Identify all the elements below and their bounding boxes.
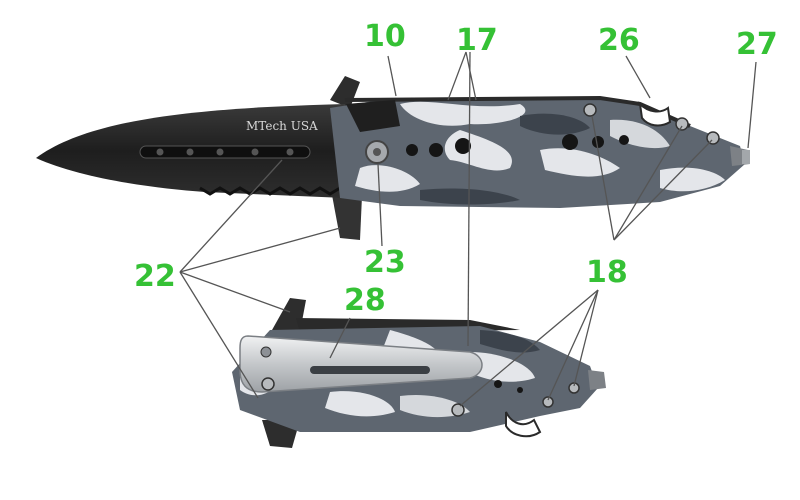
handle-screw: [675, 117, 689, 131]
closed-knife: [232, 298, 606, 448]
blade-serration: [199, 186, 341, 196]
camo-patch-dark: [520, 113, 590, 135]
camo-patch: [355, 165, 420, 192]
label-17: 17: [456, 23, 498, 58]
camo-patch-dark: [480, 330, 540, 353]
handle-insert: [346, 100, 400, 132]
handle-hole: [429, 143, 443, 157]
open-knife: MTech USA: [36, 76, 750, 240]
handle-screw: [451, 403, 465, 417]
part-labels: 10 17 26 27 22 23 28 18: [134, 19, 778, 318]
camo-patch: [468, 352, 535, 382]
handle-hole: [619, 135, 629, 145]
handle-screw: [568, 382, 580, 394]
label-26: 26: [598, 23, 640, 58]
label-10: 10: [364, 19, 406, 54]
guard-lower: [332, 195, 362, 240]
guard-upper: [330, 76, 360, 108]
label-22: 22: [134, 259, 176, 294]
flipper-top: [272, 298, 306, 332]
handle-hole: [494, 380, 502, 388]
handle-screw: [542, 396, 554, 408]
camo-patch: [325, 391, 395, 417]
pocket-clip: [239, 335, 483, 393]
seatbelt-cutter: [638, 101, 672, 127]
handle-hole: [562, 134, 578, 150]
label-27: 27: [736, 27, 778, 62]
leader-lines: [179, 51, 757, 407]
pocket-clip-slot: [310, 366, 430, 374]
label-28: 28: [344, 283, 386, 318]
handle-hole: [455, 138, 471, 154]
camo-patch-dark: [420, 188, 520, 205]
handle-hole: [517, 387, 523, 393]
handle-hole: [406, 144, 418, 156]
blade-fuller: [139, 145, 311, 159]
camo-patch: [540, 148, 620, 177]
blade-logo: MTech USA: [246, 119, 318, 133]
camo-patch: [400, 101, 526, 126]
handle-hole: [592, 136, 604, 148]
label-23: 23: [364, 245, 406, 280]
glass-breaker: [588, 370, 606, 390]
camo-patch: [660, 167, 725, 192]
handle-screw: [706, 131, 720, 145]
clip-screw: [261, 377, 275, 391]
seatbelt-cutter: [505, 411, 542, 438]
handle-screw: [583, 103, 597, 117]
label-18: 18: [586, 255, 628, 290]
clip-screw: [260, 346, 272, 358]
